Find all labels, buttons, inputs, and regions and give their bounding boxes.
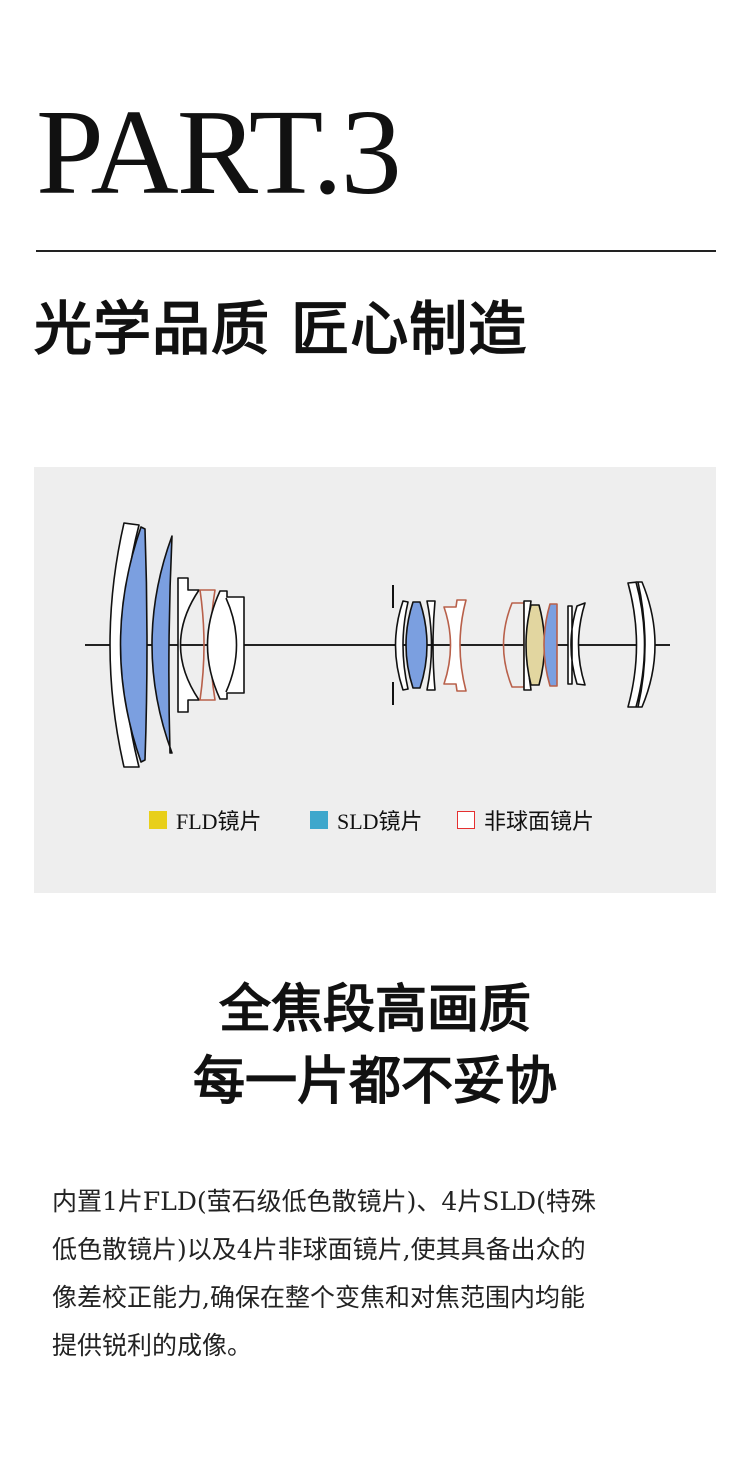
- lens-element: [426, 600, 436, 691]
- part-title: PART.3: [36, 85, 402, 220]
- lens-construction-diagram: [85, 522, 670, 768]
- section-heading: 光学品质 匠心制造: [34, 295, 528, 363]
- description-line: 内置1片FLD(萤石级低色散镜片)、4片SLD(特殊: [52, 1187, 596, 1216]
- description-line: 像差校正能力,确保在整个变焦和对焦范围内均能: [52, 1283, 585, 1312]
- subheading-line: 每一片都不妥协: [192, 1051, 557, 1112]
- divider: [36, 250, 716, 252]
- lens-diagram-panel: [34, 467, 716, 893]
- aspherical-swatch-icon: [457, 811, 475, 829]
- lens-element: [177, 577, 200, 713]
- description: 内置1片FLD(萤石级低色散镜片)、4片SLD(特殊 低色散镜片)以及4片非球面…: [52, 1178, 712, 1370]
- lens-element: [627, 581, 656, 708]
- lens-element: [567, 602, 586, 686]
- subheading-line: 全焦段高画质: [218, 979, 531, 1040]
- lens-element-sld: [543, 603, 558, 687]
- legend-label: SLD镜片: [337, 809, 423, 834]
- lens-element-sld: [151, 535, 173, 754]
- lens-element-sld: [119, 526, 148, 763]
- legend-item-sld: SLD镜片: [310, 804, 423, 836]
- legend-label: 非球面镜片: [484, 809, 595, 834]
- subheading: 全焦段高画质 每一片都不妥协: [0, 974, 750, 1118]
- diagram-legend: FLD镜片 SLD镜片 非球面镜片: [0, 804, 750, 834]
- description-line: 低色散镜片)以及4片非球面镜片,使其具备出众的: [52, 1235, 586, 1264]
- lens-element: [206, 590, 245, 700]
- fld-swatch-icon: [149, 811, 167, 829]
- legend-label: FLD镜片: [176, 809, 262, 834]
- lens-element: [394, 600, 409, 691]
- description-line: 提供锐利的成像。: [52, 1331, 253, 1360]
- lens-element-sld: [405, 601, 428, 689]
- legend-item-aspherical: 非球面镜片: [457, 804, 594, 836]
- lens-element-aspherical: [502, 602, 525, 688]
- lens-element-fld: [525, 604, 546, 686]
- sld-swatch-icon: [310, 811, 328, 829]
- lens-element-aspherical: [443, 599, 467, 692]
- legend-item-fld: FLD镜片: [149, 804, 262, 836]
